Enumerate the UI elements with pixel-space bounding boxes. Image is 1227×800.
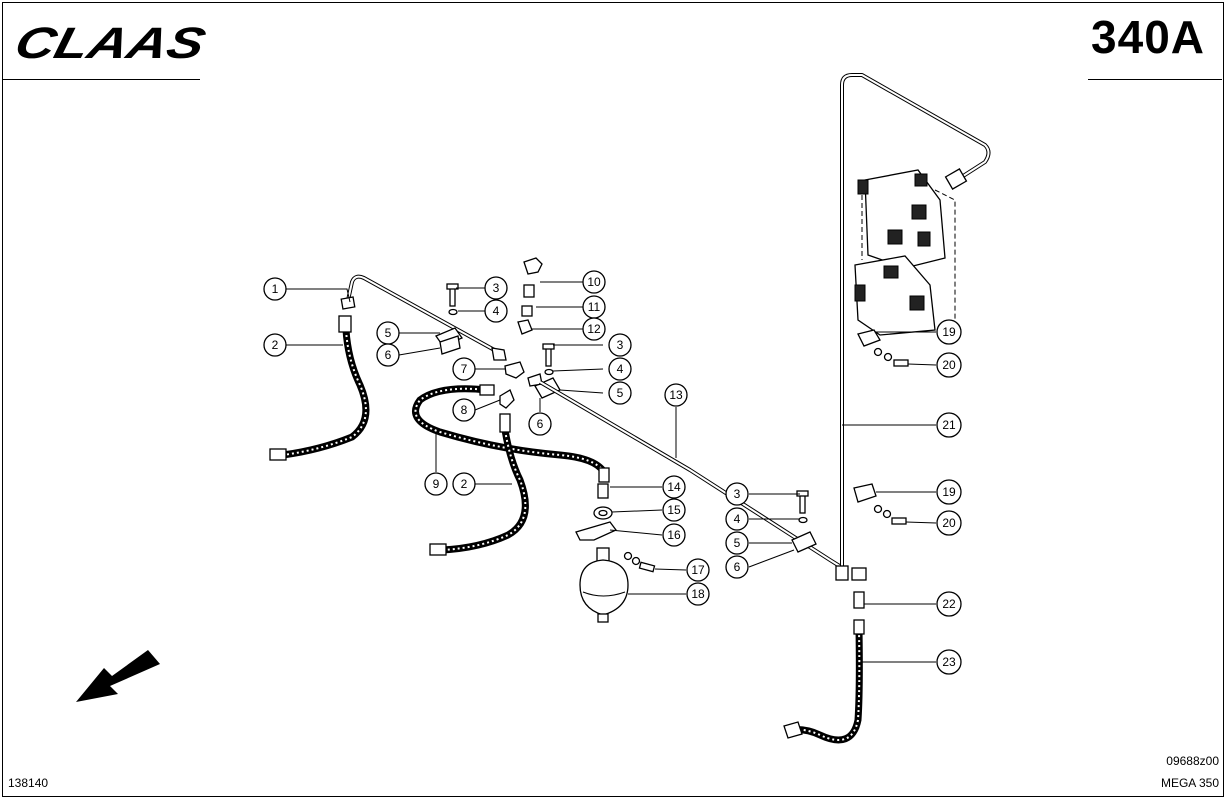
svg-text:23: 23 <box>942 655 956 669</box>
callout-6b: 6 <box>528 412 552 436</box>
svg-text:CLAAS: CLAAS <box>10 20 210 66</box>
drawing-code: 09688z00 <box>1166 754 1219 768</box>
callout-5c: 5 <box>725 531 749 555</box>
callout-9: 9 <box>424 472 448 496</box>
svg-text:5: 5 <box>734 536 741 550</box>
svg-text:15: 15 <box>667 503 681 517</box>
svg-text:9: 9 <box>433 477 440 491</box>
callout-22: 22 <box>936 591 962 617</box>
callout-1: 1 <box>263 277 287 301</box>
callout-21: 21 <box>936 412 962 438</box>
claas-logo: CLAAS <box>10 20 210 66</box>
svg-text:21: 21 <box>942 418 956 432</box>
svg-text:12: 12 <box>587 322 601 336</box>
fittings-7-8 <box>499 361 525 409</box>
accumulator-assembly <box>575 483 656 623</box>
clamp-group-1 <box>435 283 463 355</box>
pipe-13 <box>538 380 848 572</box>
callout-15: 15 <box>662 498 686 522</box>
callout-4: 4 <box>484 299 508 323</box>
control-valve-block <box>840 73 991 580</box>
svg-text:4: 4 <box>734 512 741 526</box>
svg-text:20: 20 <box>942 358 956 372</box>
leader-lines <box>286 281 937 663</box>
callout-18: 18 <box>686 582 710 606</box>
svg-text:8: 8 <box>461 403 468 417</box>
callout-19: 19 <box>936 319 962 345</box>
direction-arrow <box>76 650 160 702</box>
callout-17: 17 <box>686 558 710 582</box>
callout-14: 14 <box>662 475 686 499</box>
svg-text:6: 6 <box>537 417 544 431</box>
clamp-group-3 <box>791 490 817 553</box>
document-number: 138140 <box>8 776 49 790</box>
callout-3b: 3 <box>608 333 632 357</box>
svg-text:19: 19 <box>942 485 956 499</box>
callout-5b: 5 <box>608 381 632 405</box>
svg-text:3: 3 <box>734 487 741 501</box>
callout-5: 5 <box>376 321 400 345</box>
callout-2b: 2 <box>452 472 476 496</box>
callout-10: 10 <box>582 270 606 294</box>
callout-20: 20 <box>936 352 962 378</box>
callout-13: 13 <box>664 383 688 407</box>
fittings-10-12 <box>517 257 543 335</box>
callout-4b: 4 <box>608 357 632 381</box>
callout-list: 1 2 3 4 5 6 7 8 9 2 3 4 5 6 10 11 12 13 … <box>263 270 962 675</box>
svg-text:11: 11 <box>588 300 601 314</box>
svg-text:19: 19 <box>942 325 956 339</box>
callout-6c: 6 <box>725 555 749 579</box>
svg-text:1: 1 <box>272 282 279 296</box>
svg-text:3: 3 <box>617 338 624 352</box>
svg-text:2: 2 <box>272 338 279 352</box>
svg-text:13: 13 <box>669 388 683 402</box>
callout-16: 16 <box>662 523 686 547</box>
callout-20b: 20 <box>936 510 962 536</box>
callout-19b: 19 <box>936 479 962 505</box>
callout-11: 11 <box>582 295 606 319</box>
svg-text:18: 18 <box>691 587 705 601</box>
pipe-1 <box>340 274 507 361</box>
pipe-21-fittings <box>835 483 907 609</box>
callout-6: 6 <box>376 343 400 367</box>
svg-text:6: 6 <box>385 348 392 362</box>
callout-8: 8 <box>452 398 476 422</box>
callout-12: 12 <box>582 317 606 341</box>
svg-text:10: 10 <box>587 275 601 289</box>
logo-underline <box>2 79 200 80</box>
svg-text:16: 16 <box>667 528 681 542</box>
hose-23 <box>783 619 865 744</box>
page-number: 340A <box>1091 11 1205 63</box>
callout-7: 7 <box>452 357 476 381</box>
svg-text:4: 4 <box>617 362 624 376</box>
svg-text:3: 3 <box>493 281 500 295</box>
hose-2-left <box>269 315 370 461</box>
callout-2: 2 <box>263 333 287 357</box>
svg-text:5: 5 <box>617 386 624 400</box>
callout-23: 23 <box>936 649 962 675</box>
hose-9 <box>412 384 610 483</box>
svg-text:14: 14 <box>667 480 681 494</box>
model-name: MEGA 350 <box>1160 776 1219 790</box>
svg-text:6: 6 <box>734 560 741 574</box>
page-number-underline <box>1088 79 1222 80</box>
svg-text:17: 17 <box>691 563 705 577</box>
svg-text:4: 4 <box>493 304 500 318</box>
callout-4c: 4 <box>725 507 749 531</box>
svg-text:7: 7 <box>461 362 468 376</box>
svg-text:22: 22 <box>942 597 956 611</box>
hose-2-middle <box>429 413 529 556</box>
svg-text:5: 5 <box>385 326 392 340</box>
callout-3c: 3 <box>725 482 749 506</box>
callout-3: 3 <box>484 276 508 300</box>
svg-text:20: 20 <box>942 516 956 530</box>
svg-text:2: 2 <box>461 477 468 491</box>
